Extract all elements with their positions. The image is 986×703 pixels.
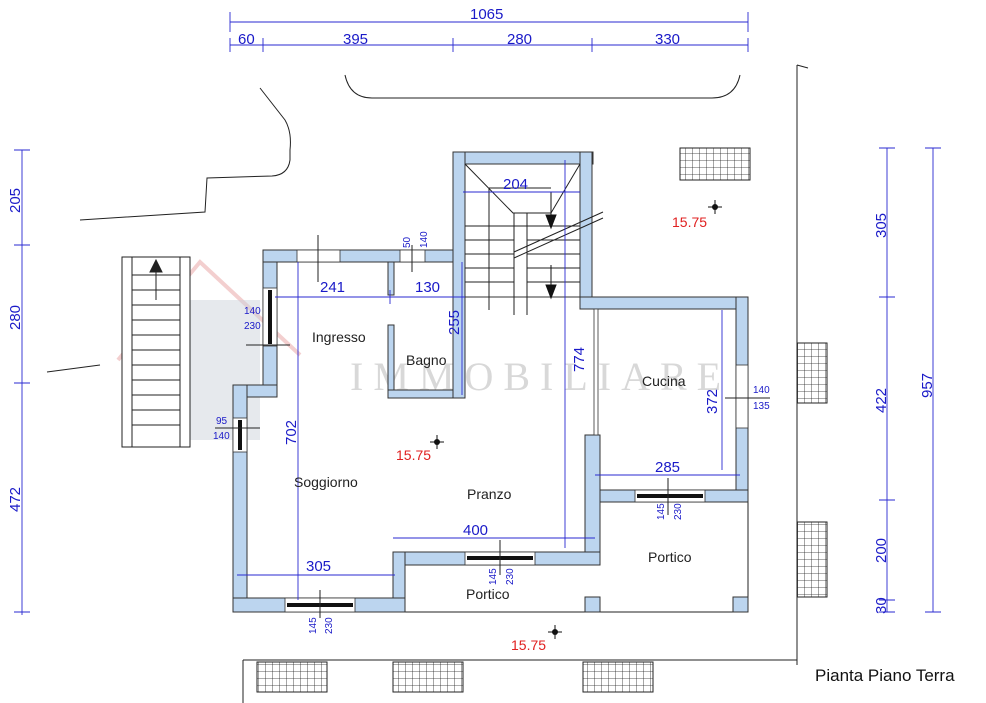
window-label: 95 bbox=[216, 416, 228, 427]
dim-top-2: 395 bbox=[343, 31, 368, 48]
dim-bagno-depth: 255 bbox=[446, 310, 463, 335]
dim-pranzo-width: 400 bbox=[463, 522, 488, 539]
room-cucina: Cucina bbox=[642, 373, 686, 389]
site-boundary bbox=[46, 64, 809, 703]
dim-right-1: 305 bbox=[873, 213, 890, 238]
dim-stair-width: 204 bbox=[503, 176, 528, 193]
planter bbox=[256, 661, 328, 693]
dim-right-2: 422 bbox=[873, 388, 890, 413]
interior-stair bbox=[464, 163, 604, 315]
windows bbox=[215, 235, 770, 618]
outdoor-stair bbox=[121, 256, 191, 448]
elevation-label: 15.75 bbox=[672, 214, 707, 230]
dim-soggiorno-width: 305 bbox=[306, 558, 331, 575]
dim-top-4: 330 bbox=[655, 31, 680, 48]
dim-right-3: 200 bbox=[873, 538, 890, 563]
dim-soggiorno-depth: 702 bbox=[283, 420, 300, 445]
dim-left-3: 472 bbox=[7, 487, 24, 512]
dim-ingresso-width: 241 bbox=[320, 279, 345, 296]
dim-top-3: 280 bbox=[507, 31, 532, 48]
dim-bagno-width: 130 bbox=[415, 279, 440, 296]
dim-left-2: 280 bbox=[7, 305, 24, 330]
elevation-markers: 15.75 15.75 15.75 bbox=[396, 200, 722, 653]
room-portico-east: Portico bbox=[648, 549, 692, 565]
window-label: 230 bbox=[505, 568, 516, 585]
dimension-lines bbox=[14, 12, 941, 615]
window-label: 145 bbox=[488, 568, 499, 585]
planter bbox=[796, 521, 828, 598]
window-label: 145 bbox=[656, 503, 667, 520]
room-ingresso: Ingresso bbox=[312, 329, 366, 345]
window-label: 50 bbox=[402, 236, 413, 248]
plan-title: Pianta Piano Terra bbox=[815, 666, 955, 685]
planter bbox=[392, 661, 464, 693]
window-label: 140 bbox=[213, 431, 230, 442]
dim-pranzo-depth: 774 bbox=[571, 347, 588, 372]
window-label: 135 bbox=[753, 401, 770, 412]
dim-top-1: 60 bbox=[238, 31, 255, 48]
elevation-label: 15.75 bbox=[511, 637, 546, 653]
elevation-label: 15.75 bbox=[396, 447, 431, 463]
dimension-labels: 1065 60 395 280 330 205 280 472 305 422 … bbox=[7, 6, 936, 614]
room-portico-south: Portico bbox=[466, 586, 510, 602]
dim-left-1: 205 bbox=[7, 188, 24, 213]
dim-cucina-width: 285 bbox=[655, 459, 680, 476]
planters bbox=[256, 147, 828, 693]
room-bagno: Bagno bbox=[406, 352, 447, 368]
planter bbox=[582, 661, 654, 693]
dim-right-total: 957 bbox=[919, 373, 936, 398]
window-label: 140 bbox=[419, 231, 430, 248]
window-label: 230 bbox=[324, 617, 335, 634]
dim-cucina-depth: 372 bbox=[704, 389, 721, 414]
room-soggiorno: Soggiorno bbox=[294, 474, 358, 490]
window-labels: 140 230 95 140 50 140 140 135 145 230 14… bbox=[213, 231, 770, 634]
window-label: 140 bbox=[244, 306, 261, 317]
dim-right-4: 30 bbox=[873, 597, 890, 614]
window-label: 230 bbox=[673, 503, 684, 520]
window-label: 145 bbox=[308, 617, 319, 634]
room-pranzo: Pranzo bbox=[467, 486, 512, 502]
dim-total-width: 1065 bbox=[470, 6, 503, 23]
window-label: 140 bbox=[753, 385, 770, 396]
planter bbox=[679, 147, 751, 181]
planter bbox=[796, 342, 828, 404]
room-labels: Ingresso Bagno Cucina Soggiorno Pranzo P… bbox=[294, 329, 692, 602]
window-label: 230 bbox=[244, 321, 261, 332]
